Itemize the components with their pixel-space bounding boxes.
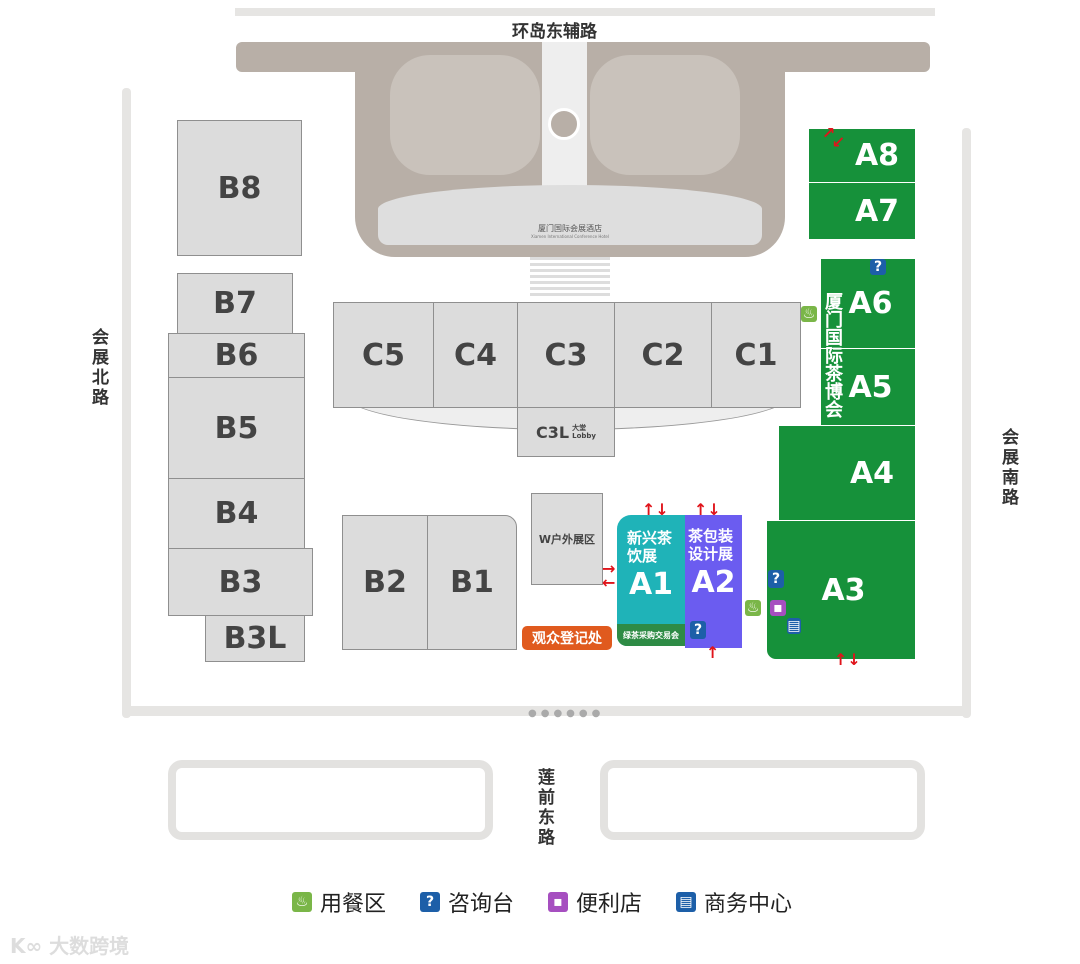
road-label-right: 会展南路 (998, 428, 1018, 508)
entrance-arrow-icon: ↑ (706, 643, 720, 662)
hall-a1[interactable]: 新兴茶饮展 A1 绿茶采购交易会 (617, 515, 685, 646)
entrance-arrow-icon: ↑↓ (834, 650, 861, 669)
hall-c2[interactable]: C2 (614, 302, 712, 408)
stairs (530, 257, 610, 299)
hall-b7[interactable]: B7 (177, 273, 293, 334)
info-desk-icon: ? (420, 892, 441, 912)
lobby-en: Lobby (572, 432, 596, 440)
c3l-label: C3L (536, 422, 570, 442)
a2-label: A2 (691, 565, 736, 600)
hall-b4[interactable]: B4 (168, 478, 305, 549)
outdoor-exhibition-w[interactable]: W户外展区 (531, 493, 603, 585)
hall-b3l[interactable]: B3L (205, 615, 305, 662)
road-label-top: 环岛东辅路 (512, 22, 597, 42)
hall-b5[interactable]: B5 (168, 377, 305, 479)
hall-c3[interactable]: C3 (517, 302, 615, 408)
a2-theme: 茶包装设计展 (688, 527, 734, 563)
hotel-name: 厦门国际会展酒店 (538, 224, 602, 233)
watermark-text: 大数跨境 (49, 934, 130, 958)
convenience-store-icon: ▪ (770, 600, 786, 616)
business-center-icon: ▤ (676, 892, 697, 912)
road-label-left: 会展北路 (88, 328, 108, 408)
hall-b8[interactable]: B8 (177, 120, 302, 256)
legend-label: 便利店 (576, 892, 643, 917)
entrance-arrow-icon: →← (602, 559, 616, 592)
hall-a4[interactable]: A4 (778, 425, 916, 521)
green-tea-trade-fair: 绿茶采购交易会 (617, 624, 685, 646)
business-center-icon: ▤ (787, 618, 801, 634)
a1-label: A1 (628, 567, 674, 602)
dining-icon: ♨ (292, 892, 312, 912)
fountain (548, 108, 580, 140)
hall-c1[interactable]: C1 (711, 302, 801, 408)
hall-a7[interactable]: A7 (808, 182, 916, 240)
parking-left (168, 760, 493, 840)
hall-b6[interactable]: B6 (168, 333, 305, 378)
hall-c5[interactable]: C5 (333, 302, 434, 408)
watermark: K∞ 大数跨境 (10, 930, 129, 959)
dining-icon: ♨ (801, 306, 817, 322)
hall-a6[interactable]: A6 (820, 258, 916, 349)
hall-b1[interactable]: B1 (427, 515, 517, 650)
legend-label: 咨询台 (448, 892, 515, 917)
dining-icon: ♨ (745, 600, 761, 616)
tea-expo-name: 厦门国际茶博会 (822, 292, 843, 418)
legend-label: 商务中心 (704, 892, 793, 917)
info-desk-icon: ? (768, 570, 784, 588)
hotel-name-en: Xiamen International Conference Hotel (531, 234, 609, 239)
legend: ♨ 用餐区 ? 咨询台 ▪ 便利店 ▤ 商务中心 (292, 886, 792, 918)
hall-a3[interactable]: A3 (766, 520, 916, 660)
legend-item-business: ▤ 商务中心 (676, 886, 792, 918)
hall-b2[interactable]: B2 (342, 515, 428, 650)
road-bottom (122, 706, 971, 716)
garden-left (390, 55, 540, 175)
bollards: ●●●●●● (528, 708, 605, 719)
hall-a5[interactable]: A5 (820, 348, 916, 426)
entrance-arrow-icon: ↑↓ (642, 500, 669, 519)
legend-item-store: ▪ 便利店 (548, 886, 642, 918)
info-desk-icon: ? (870, 259, 886, 275)
legend-item-dining: ♨ 用餐区 (292, 886, 386, 918)
road-right (962, 128, 971, 718)
hotel: 厦门国际会展酒店 Xiamen International Conference… (378, 185, 762, 245)
hall-a8[interactable]: A8 (808, 128, 916, 183)
hall-c4[interactable]: C4 (433, 302, 518, 408)
registration-desk[interactable]: 观众登记处 (522, 626, 612, 650)
road-left (122, 88, 131, 718)
lobby-cn: 大堂 (572, 424, 587, 432)
legend-item-info: ? 咨询台 (420, 886, 514, 918)
hall-b3[interactable]: B3 (168, 548, 313, 616)
convenience-store-icon: ▪ (548, 892, 569, 912)
road-label-bottom: 莲前东路 (534, 768, 554, 848)
info-desk-icon: ? (690, 621, 706, 639)
entrance-arrow-icon: ↑↓ (694, 500, 721, 519)
parking-right (600, 760, 925, 840)
hall-a2[interactable]: 茶包装设计展 A2 (685, 515, 742, 648)
garden-right (590, 55, 740, 175)
legend-label: 用餐区 (320, 892, 387, 917)
road-top (235, 8, 935, 16)
watermark-logo: K∞ (10, 934, 50, 958)
a1-theme: 新兴茶饮展 (627, 529, 673, 565)
